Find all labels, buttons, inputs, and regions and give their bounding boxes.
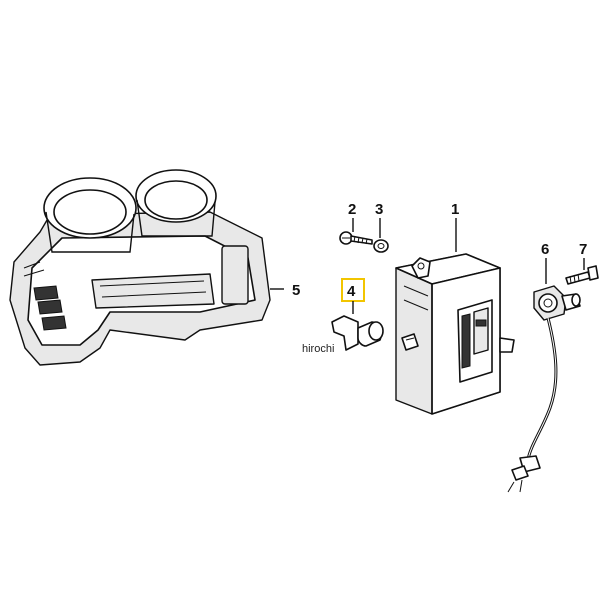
callout-2: 2	[348, 201, 356, 218]
callout-3: 3	[375, 201, 383, 218]
callout-6: 6	[541, 241, 549, 258]
screw	[339, 231, 373, 245]
callout-5: 5	[292, 282, 300, 299]
callout-7: 7	[579, 241, 587, 258]
control-unit	[395, 253, 515, 415]
callout-4: 4	[347, 283, 356, 300]
bolt	[565, 265, 599, 285]
callout-1: 1	[451, 201, 459, 218]
washer	[373, 239, 389, 253]
instrument-cluster-housing	[9, 169, 271, 366]
sensor-with-cable	[507, 285, 581, 493]
watermark: hirochi	[302, 343, 334, 355]
bracket	[331, 315, 384, 351]
